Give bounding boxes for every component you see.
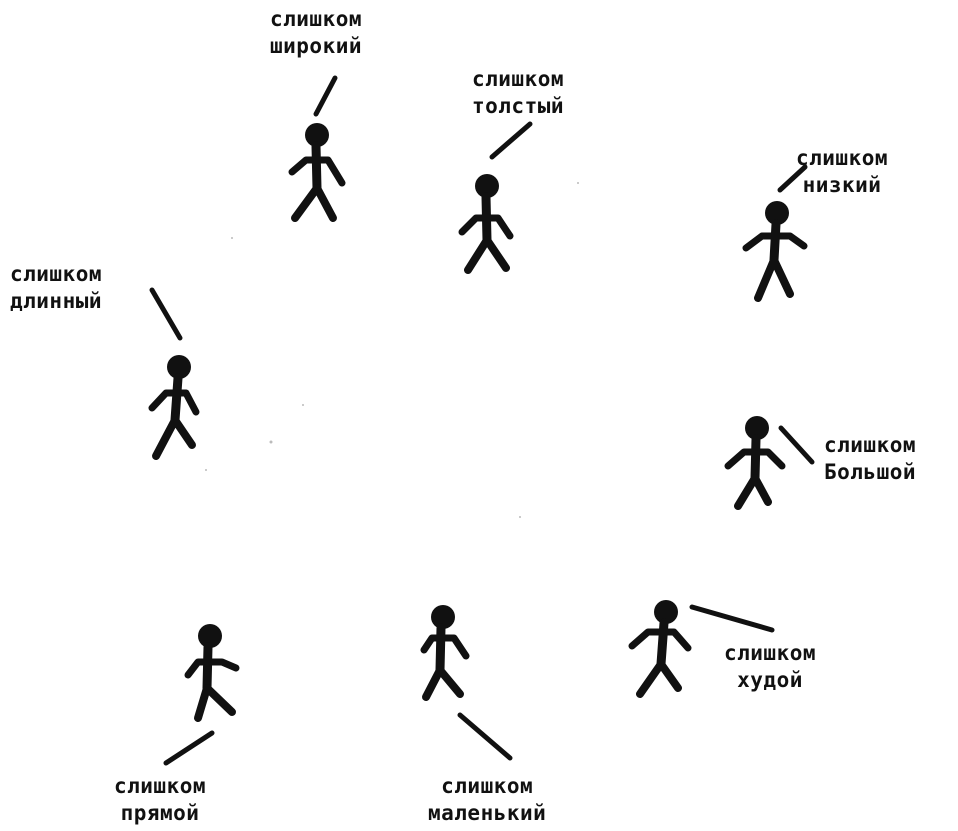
label-long-line2: длинный [10, 289, 103, 313]
stick-figure-thin [628, 600, 775, 698]
paper-specks [205, 182, 579, 518]
label-small-line2: маленький [428, 801, 547, 825]
label-short-line2: низкий [802, 173, 882, 197]
label-wide-line2: широкий [270, 34, 363, 58]
label-fat-line2: толстый [472, 94, 565, 118]
label-too-small: слишком маленький [428, 773, 546, 827]
stick-figure-big [724, 416, 815, 510]
stick-figure-small [420, 605, 513, 761]
label-thin-line1: слишком [724, 641, 817, 665]
label-straight-line2: прямой [120, 801, 200, 825]
label-straight-line1: слишком [114, 774, 207, 798]
label-wide-line1: слишком [270, 7, 363, 31]
stick-figure-short [742, 164, 808, 302]
stick-figure-wide [288, 75, 346, 222]
label-too-fat: слишком толстый [472, 66, 564, 120]
label-short-line1: слишком [796, 146, 889, 170]
label-long-line1: слишком [10, 262, 103, 286]
label-too-straight: слишком прямой [114, 773, 206, 827]
label-thin-line2: худой [737, 668, 803, 692]
label-too-thin: слишком худой [724, 640, 816, 694]
stick-figure-fat [458, 121, 533, 274]
label-too-long: слишком длинный [10, 261, 102, 315]
label-fat-line1: слишком [472, 67, 565, 91]
label-big-line2: Большой [824, 460, 917, 484]
label-big-line1: слишком [824, 433, 917, 457]
label-too-wide: слишком широкий [270, 6, 362, 60]
label-too-short: слишком низкий [796, 145, 888, 199]
label-small-line1: слишком [441, 774, 534, 798]
label-too-big: слишком Большой [824, 432, 916, 486]
stick-figure-straight [163, 624, 240, 766]
stick-figure-long [148, 287, 200, 460]
